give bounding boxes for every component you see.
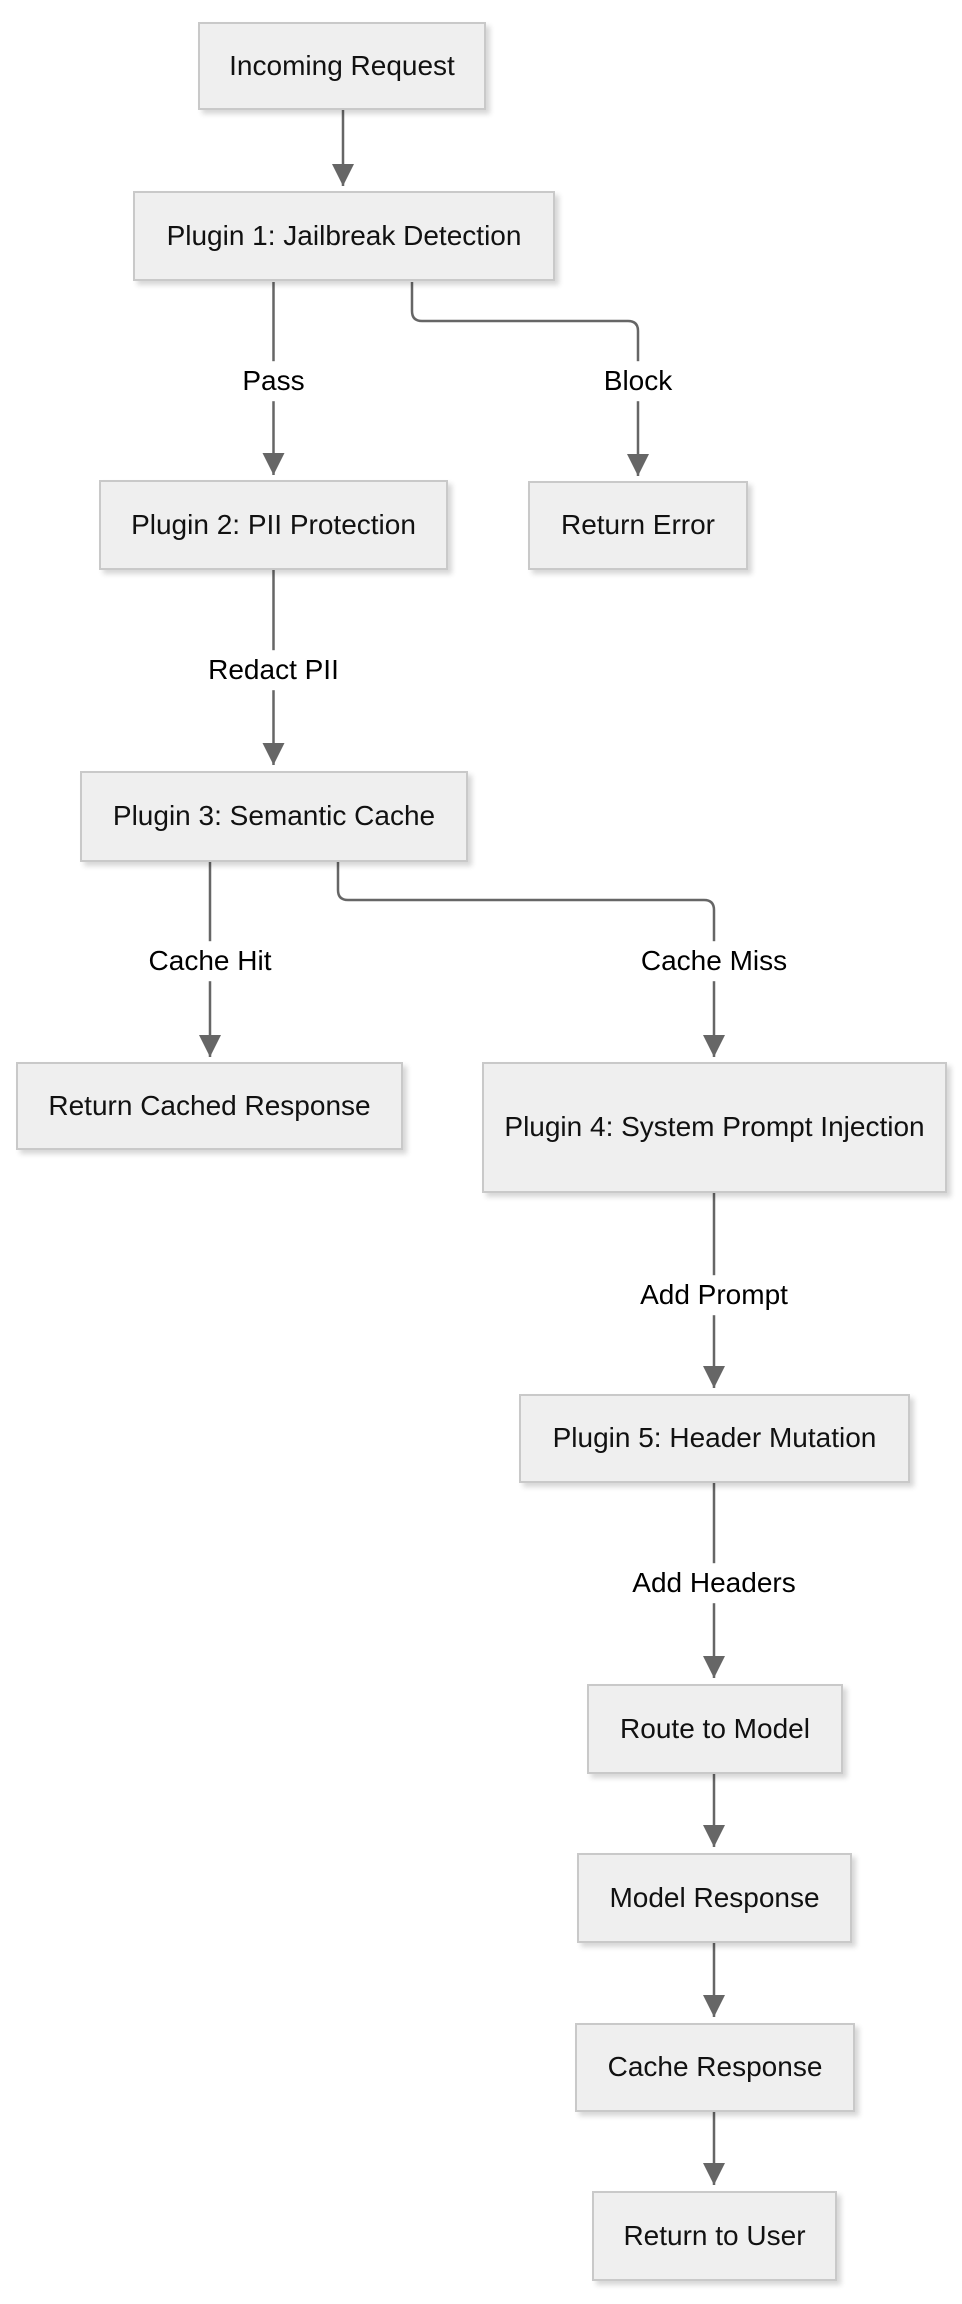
node-plugin5-header-mutation: Plugin 5: Header Mutation xyxy=(519,1394,910,1483)
node-return-error: Return Error xyxy=(528,481,748,570)
edge-label-redact-pii: Redact PII xyxy=(199,650,348,690)
node-plugin1-jailbreak-detection: Plugin 1: Jailbreak Detection xyxy=(133,191,555,281)
node-cache-response: Cache Response xyxy=(575,2023,855,2112)
edge-label-pass: Pass xyxy=(233,361,314,401)
node-plugin4-system-prompt-injection: Plugin 4: System Prompt Injection xyxy=(482,1062,947,1193)
edge-label-add-prompt: Add Prompt xyxy=(631,1275,797,1315)
node-model-response: Model Response xyxy=(577,1853,852,1943)
edge-plugin1-block-to-return-error xyxy=(410,282,649,476)
edge-label-cache-hit: Cache Hit xyxy=(139,941,281,981)
node-route-to-model: Route to Model xyxy=(587,1684,843,1774)
node-plugin3-semantic-cache: Plugin 3: Semantic Cache xyxy=(80,771,468,862)
edge-label-block: Block xyxy=(594,361,682,401)
node-plugin2-pii-protection: Plugin 2: PII Protection xyxy=(99,480,448,570)
node-return-cached-response: Return Cached Response xyxy=(16,1062,403,1150)
edge-label-add-headers: Add Headers xyxy=(623,1563,805,1603)
edge-plugin3-miss-to-plugin4 xyxy=(336,862,725,1057)
node-return-to-user: Return to User xyxy=(592,2191,837,2281)
node-incoming-request: Incoming Request xyxy=(198,22,486,110)
edge-label-cache-miss: Cache Miss xyxy=(631,941,797,981)
